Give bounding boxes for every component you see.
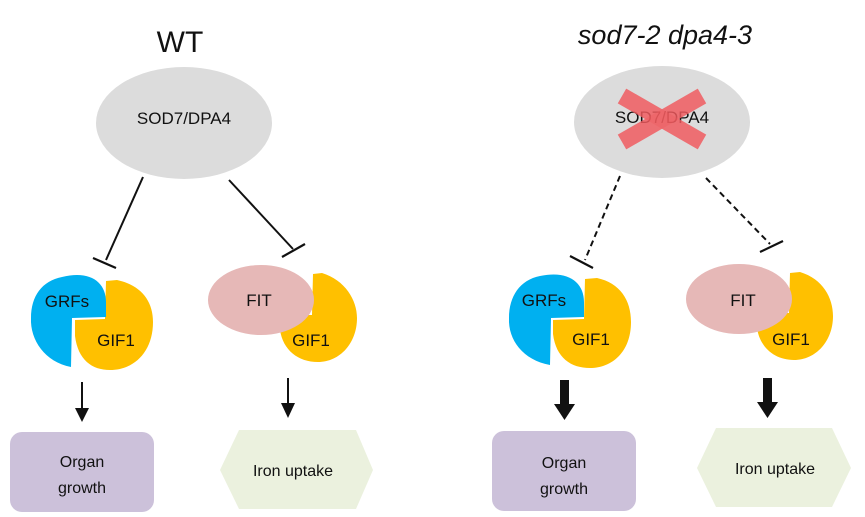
- panel-wt: WT SOD7/DPA4 GRFs GIF1 FIT GIF1: [10, 26, 373, 512]
- fit-ellipse: [208, 265, 314, 335]
- grfs-gif1-complex: GRFs GIF1: [30, 274, 153, 370]
- activation-arrow-organ-growth: [75, 382, 89, 422]
- gif1-shape: [553, 278, 631, 368]
- grfs-shape: [30, 274, 106, 367]
- activation-arrow-iron-uptake: [281, 378, 295, 418]
- output-label-line2: growth: [540, 481, 588, 498]
- output-iron-uptake: Iron uptake: [697, 428, 851, 507]
- fit-gif1-complex: FIT GIF1: [686, 264, 833, 360]
- gif1-shape: [280, 273, 357, 362]
- grfs-label: GRFs: [45, 292, 89, 311]
- gif1-label: GIF1: [292, 331, 330, 350]
- output-label-line2: growth: [58, 480, 106, 497]
- output-organ-growth: Organ growth: [492, 431, 636, 511]
- activation-arrow-organ-growth: [554, 380, 575, 420]
- fit-gif1-complex: FIT GIF1: [208, 265, 357, 362]
- inhibition-edge-fit: [228, 179, 306, 258]
- grfs-label: GRFs: [522, 291, 566, 310]
- grfs-gif1-complex: GRFs GIF1: [508, 274, 631, 368]
- panel-title: sod7-2 dpa4-3: [578, 20, 752, 50]
- regulator-label: SOD7/DPA4: [137, 109, 231, 128]
- regulator-node: SOD7/DPA4: [96, 67, 272, 179]
- output-label-line1: Organ: [60, 454, 104, 471]
- fit-ellipse: [686, 264, 792, 334]
- panel-mutant: sod7-2 dpa4-3 SOD7/DPA4 GRFs GIF1: [492, 20, 851, 511]
- inhibition-edge-grfs: [569, 175, 621, 269]
- regulator-node: SOD7/DPA4: [574, 66, 750, 178]
- panel-title: WT: [157, 26, 204, 59]
- gif1-label: GIF1: [572, 330, 610, 349]
- regulator-ellipse: [96, 67, 272, 179]
- grfs-shape: [508, 274, 584, 365]
- fit-label: FIT: [730, 291, 756, 310]
- output-label: Iron uptake: [735, 461, 815, 478]
- knockout-cross-icon: [617, 88, 707, 150]
- fit-label: FIT: [246, 291, 272, 310]
- gif1-shape: [75, 280, 153, 370]
- gif1-label: GIF1: [97, 331, 135, 350]
- gif1-label: GIF1: [772, 330, 810, 349]
- output-label-line1: Organ: [542, 455, 586, 472]
- output-organ-growth: Organ growth: [10, 432, 154, 512]
- inhibition-edge-fit: [705, 177, 784, 253]
- output-label: Iron uptake: [253, 463, 333, 480]
- activation-arrow-iron-uptake: [757, 378, 778, 418]
- inhibition-edge-grfs: [92, 176, 144, 270]
- output-iron-uptake: Iron uptake: [220, 430, 373, 509]
- gif1-shape: [757, 272, 833, 360]
